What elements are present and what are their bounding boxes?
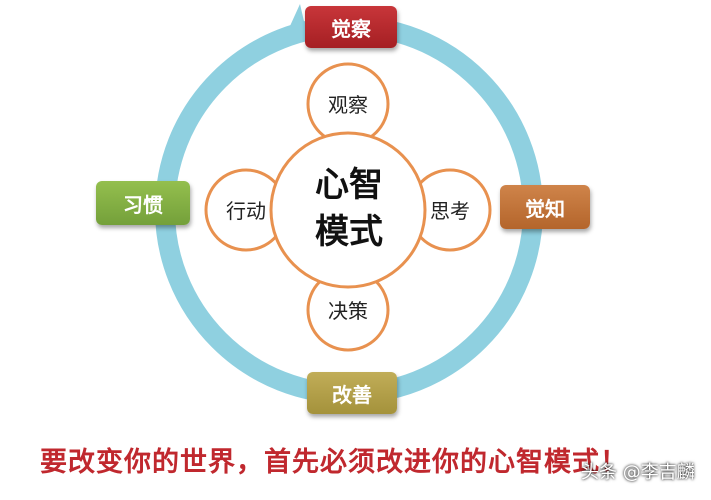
center-circle (269, 131, 427, 289)
cycle-step-left: 习惯 (96, 181, 190, 225)
center-title-line2: 模式 (315, 212, 383, 252)
cycle-step-right: 觉知 (500, 185, 590, 229)
center-title-line1: 心智 (315, 165, 383, 205)
cycle-step-top: 觉察 (305, 6, 397, 48)
watermark-text: 头条 @李吉麟 (581, 462, 695, 483)
cycle-step-left-label: 习惯 (123, 192, 163, 217)
slogan-text: 要改变你的世界，首先必须改进你的心智模式！ (40, 447, 628, 478)
petal-label-right: 思考 (430, 199, 470, 223)
cycle-step-top-label: 觉察 (331, 16, 371, 41)
cycle-step-right-label: 觉知 (525, 196, 565, 221)
cycle-step-bottom-label: 改善 (332, 382, 372, 407)
petal-label-left: 行动 (226, 199, 266, 223)
petal-label-bottom: 决策 (328, 299, 368, 323)
petal-label-top: 观察 (328, 93, 368, 117)
cycle-step-bottom: 改善 (307, 372, 397, 414)
cycle-arrow-icon (280, 4, 306, 48)
